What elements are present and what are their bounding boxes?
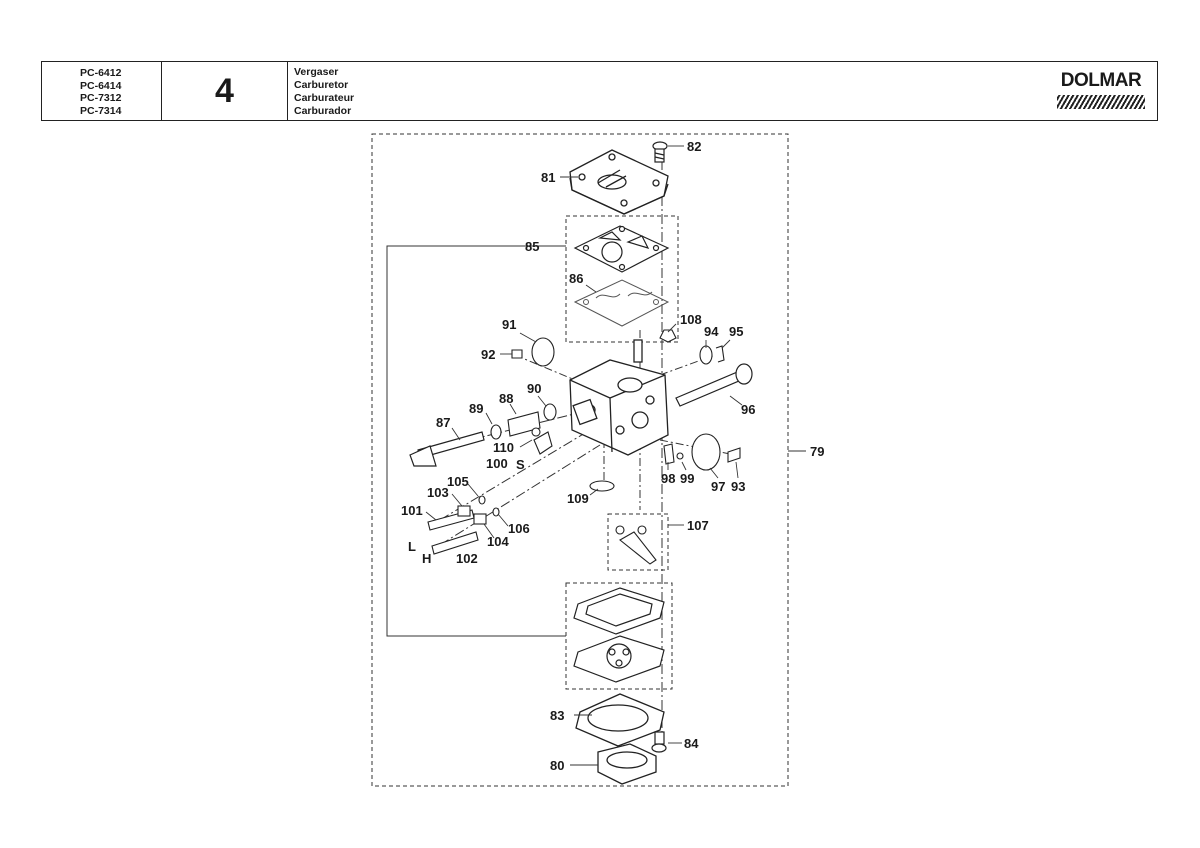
needle-axis-l bbox=[439, 429, 591, 521]
label-79: 79 bbox=[810, 444, 824, 459]
title-fr: Carburateur bbox=[294, 92, 355, 104]
letter-l: L bbox=[408, 539, 416, 554]
needle-kit-107 bbox=[619, 531, 657, 565]
model-list: PC-6412 PC-6414 PC-7312 PC-7314 bbox=[80, 67, 121, 117]
washer-89 bbox=[490, 424, 502, 440]
screen-108 bbox=[659, 329, 677, 343]
pump-diaphragm bbox=[573, 279, 670, 327]
label-91: 91 bbox=[502, 317, 516, 332]
ball-99 bbox=[676, 452, 684, 460]
disc-91 bbox=[531, 337, 555, 367]
label-98: 98 bbox=[661, 471, 675, 486]
title-block: PC-6412 PC-6414 PC-7312 PC-7314 4 Vergas… bbox=[41, 61, 1158, 121]
label-102: 102 bbox=[456, 551, 478, 566]
label-89: 89 bbox=[469, 401, 483, 416]
label-94: 94 bbox=[704, 324, 719, 339]
label-82: 82 bbox=[687, 139, 701, 154]
label-100: 100 bbox=[486, 456, 508, 471]
label-92: 92 bbox=[481, 347, 495, 362]
ring-110 bbox=[531, 427, 541, 437]
label-95: 95 bbox=[729, 324, 743, 339]
label-108: 108 bbox=[680, 312, 702, 327]
label-105: 105 bbox=[447, 474, 469, 489]
title-de: Vergaser bbox=[294, 66, 339, 78]
model-2: PC-6414 bbox=[80, 79, 122, 92]
label-109: 109 bbox=[567, 491, 589, 506]
brand-name: DOLMAR bbox=[1060, 70, 1142, 91]
brand-logo: DOLMAR bbox=[1055, 70, 1147, 114]
leader-lines bbox=[425, 145, 806, 766]
model-1: PC-6412 bbox=[80, 67, 122, 79]
washer-94 bbox=[699, 345, 713, 365]
label-101: 101 bbox=[401, 503, 423, 518]
filter-seal bbox=[597, 743, 657, 785]
metering-gaskets bbox=[573, 587, 665, 683]
metering-cover bbox=[575, 693, 665, 747]
screw-93 bbox=[727, 447, 741, 463]
title-list: Vergaser Carburetor Carburateur Carburad… bbox=[294, 66, 354, 118]
title-cell: Vergaser Carburetor Carburateur Carburad… bbox=[288, 62, 888, 120]
label-107: 107 bbox=[687, 518, 709, 533]
screw-82 bbox=[652, 141, 668, 163]
label-110: 110 bbox=[493, 440, 514, 455]
diaphragm-97 bbox=[691, 433, 721, 471]
label-84: 84 bbox=[684, 736, 699, 751]
oring-106 bbox=[492, 507, 500, 517]
label-85: 85 bbox=[525, 239, 539, 254]
spring-104 bbox=[473, 513, 487, 525]
kit-bracket bbox=[386, 245, 566, 637]
label-99: 99 bbox=[680, 471, 694, 486]
pump-cover bbox=[569, 149, 669, 215]
label-97: 97 bbox=[711, 479, 725, 494]
part-labels: 82 81 85 86 79 108 94 95 96 91 92 90 88 … bbox=[401, 139, 824, 773]
model-cell: PC-6412 PC-6414 PC-7312 PC-7314 bbox=[42, 62, 162, 120]
screw-axis bbox=[514, 354, 576, 381]
label-93: 93 bbox=[731, 479, 745, 494]
label-90: 90 bbox=[527, 381, 541, 396]
title-en: Carburetor bbox=[294, 79, 349, 91]
label-104: 104 bbox=[487, 534, 509, 549]
letter-h: H bbox=[422, 551, 431, 566]
pump-gasket bbox=[573, 225, 670, 273]
letter-s: S bbox=[516, 457, 525, 472]
throttle-shaft bbox=[675, 363, 753, 407]
assembly-frame bbox=[371, 133, 789, 787]
label-96: 96 bbox=[741, 402, 755, 417]
label-103: 103 bbox=[427, 485, 449, 500]
gasket-kit-box-top bbox=[565, 215, 679, 343]
label-80: 80 bbox=[550, 758, 564, 773]
oring-109 bbox=[589, 480, 615, 492]
spring-103 bbox=[457, 505, 471, 517]
lever-100 bbox=[533, 431, 553, 455]
screw-84 bbox=[651, 731, 667, 753]
label-86: 86 bbox=[569, 271, 583, 286]
spring-98 bbox=[663, 443, 675, 465]
carburetor-body bbox=[569, 339, 669, 456]
small-parts bbox=[427, 329, 741, 565]
model-3: PC-7312 bbox=[80, 92, 122, 104]
section-number: 4 bbox=[215, 72, 234, 110]
oring-105 bbox=[478, 495, 486, 505]
screw-92 bbox=[511, 349, 523, 359]
label-87: 87 bbox=[436, 415, 450, 430]
section-cell: 4 bbox=[162, 62, 288, 120]
title-es: Carburador bbox=[294, 105, 352, 117]
label-106: 106 bbox=[508, 521, 530, 536]
label-83: 83 bbox=[550, 708, 564, 723]
clip-95 bbox=[715, 345, 725, 363]
label-81: 81 bbox=[541, 170, 555, 185]
ring-90 bbox=[543, 403, 557, 421]
needle-102 bbox=[431, 531, 479, 555]
needle-kit-box bbox=[607, 513, 669, 571]
brand-stripes bbox=[1057, 95, 1145, 109]
label-88: 88 bbox=[499, 391, 513, 406]
choke-shaft bbox=[409, 431, 485, 467]
needle-axis-h bbox=[439, 444, 601, 546]
model-4: PC-7314 bbox=[80, 104, 122, 117]
